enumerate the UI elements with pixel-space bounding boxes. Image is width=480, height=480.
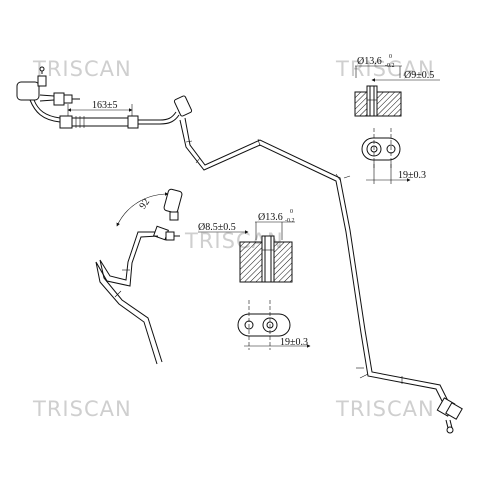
hose-length-label: 163±5 <box>92 100 118 111</box>
secondary-brake-pipe: 92 <box>95 188 183 365</box>
watermark-bottom-right: TRISCAN <box>335 397 435 421</box>
main-brake-pipe: 163±5 <box>16 66 463 434</box>
top-outer-dia-label: Ø13.6 <box>357 56 382 67</box>
top-pitch-label: 19±0.3 <box>398 170 426 181</box>
bottom-outer-tol-lower: -0.2 <box>285 218 295 224</box>
top-inner-dia-label: Ø9±0.5 <box>404 70 434 81</box>
bottom-outer-tol-upper: 0 <box>290 209 293 215</box>
angle-label: 92 <box>137 197 152 212</box>
bottom-fitting-detail: Ø8.5±0.5 Ø13.6 0 -0.2 19±0.3 <box>198 209 311 350</box>
watermark-top-left: TRISCAN <box>32 57 132 81</box>
top-section-view <box>354 91 402 117</box>
top-fitting-detail: Ø13.6 0 -0.2 Ø9±0.5 19±0.3 <box>354 54 440 184</box>
bottom-inner-dia-label: Ø8.5±0.5 <box>198 222 236 233</box>
watermark-top-right: TRISCAN <box>335 57 435 81</box>
bottom-pitch-label: 19±0.3 <box>280 337 308 348</box>
watermark-bottom-left: TRISCAN <box>32 397 132 421</box>
top-outer-tol-upper: 0 <box>389 54 392 60</box>
bottom-outer-dia-label: Ø13.6 <box>258 212 283 223</box>
hose-connector-left <box>16 81 40 101</box>
